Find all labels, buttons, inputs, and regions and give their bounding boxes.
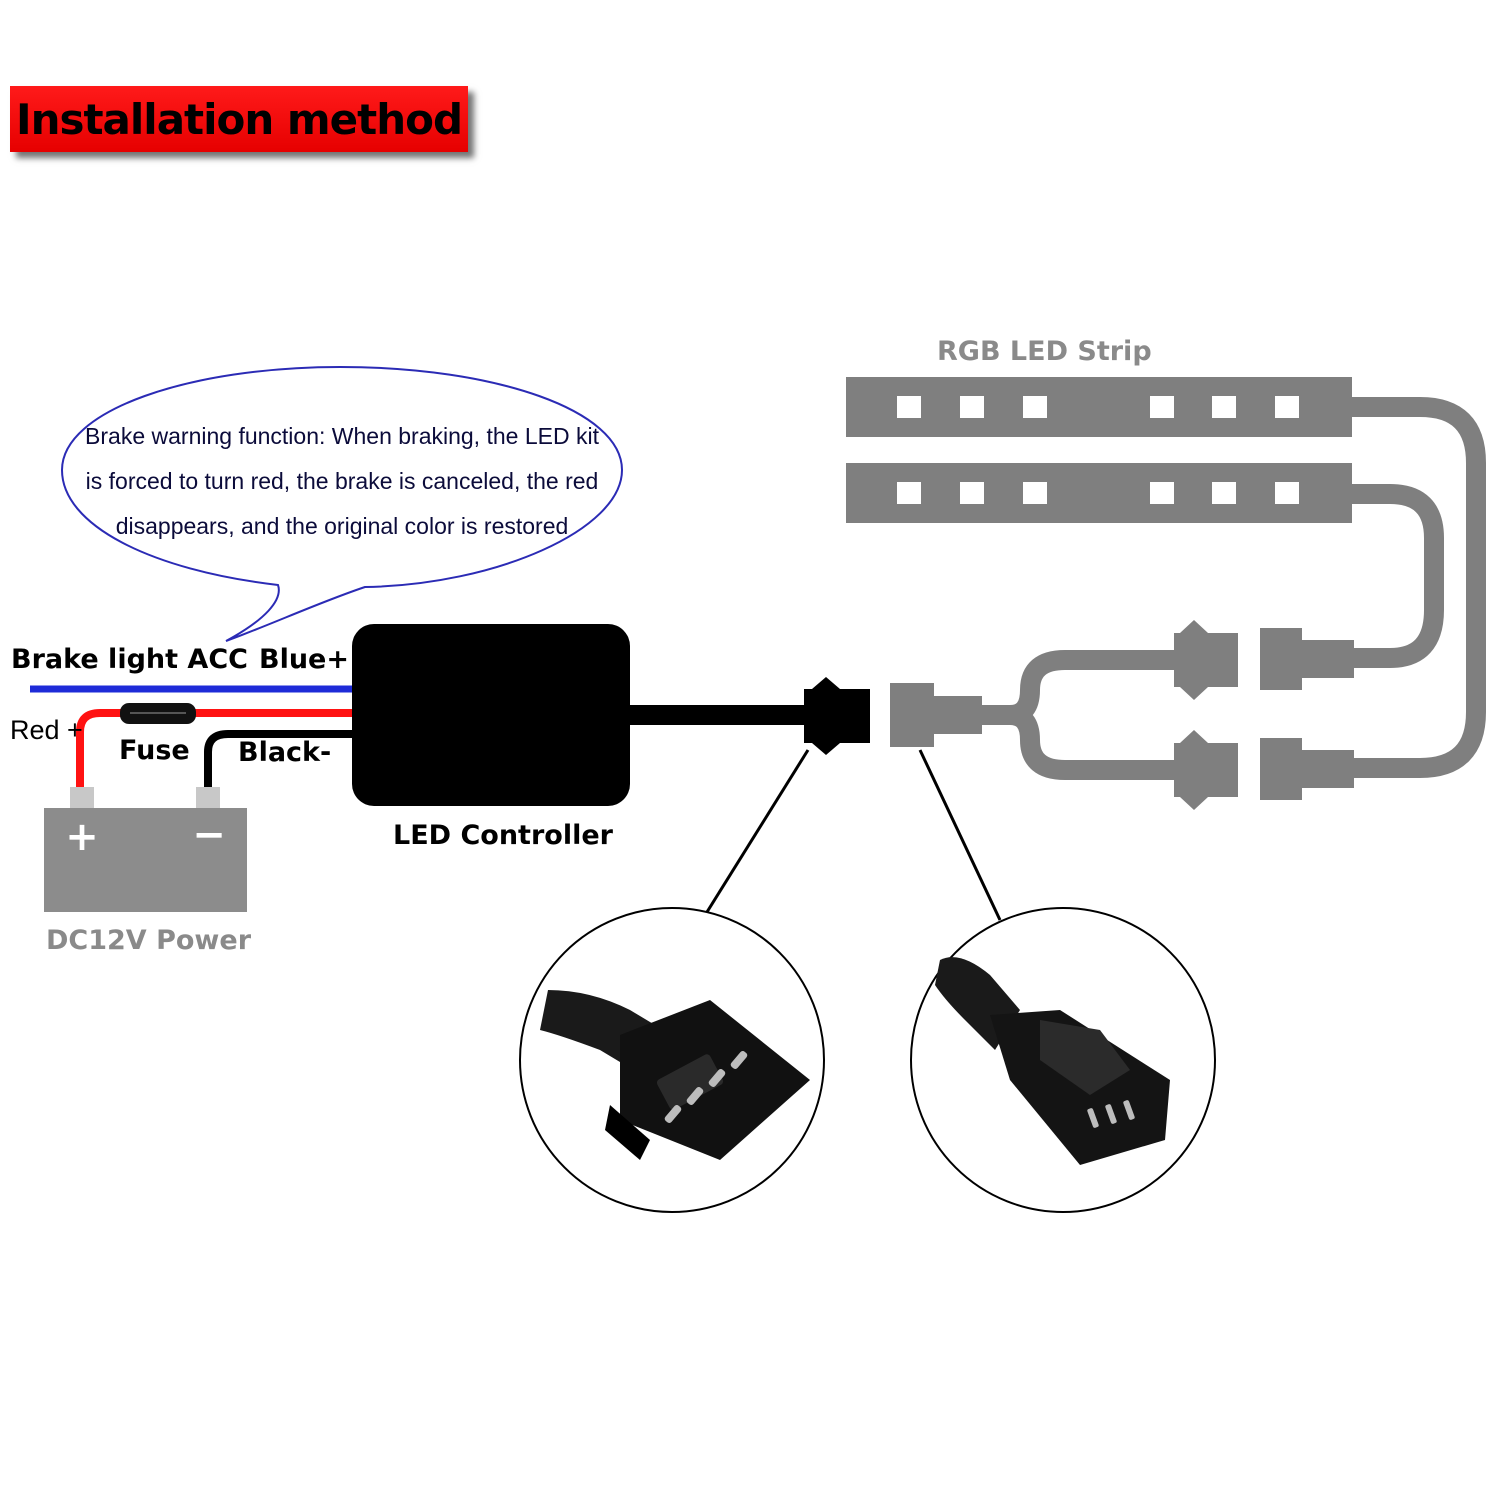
page-title: Installation method [15, 94, 463, 144]
dc12v-power-label: DC12V Power [46, 925, 252, 956]
battery-terminal-negative [196, 787, 220, 809]
connector-photo-male [910, 907, 1216, 1213]
black-minus-label: Black- [238, 737, 332, 768]
title-banner: Installation method [10, 86, 468, 152]
split-connector-upper-female [1260, 628, 1302, 690]
strip-cable-outer [1348, 397, 1486, 778]
battery-terminal-positive [70, 787, 94, 809]
led-strip-1 [846, 377, 1352, 437]
blue-plus-label: Blue+ [259, 644, 349, 675]
brake-warning-description: Brake warning function: When braking, th… [64, 414, 620, 549]
speech-bubble [60, 365, 624, 642]
controller-connector [804, 689, 870, 743]
red-wire [76, 709, 356, 792]
split-connector-lower-male [1174, 743, 1238, 797]
strip-cable-inner [1348, 484, 1444, 668]
led-controller-label: LED Controller [393, 820, 613, 851]
bubble-line-2: is forced to turn red, the brake is canc… [85, 468, 599, 494]
red-plus-label: Red + [10, 715, 83, 745]
fuse-label: Fuse [119, 735, 190, 766]
bubble-line-3: disappears, and the original color is re… [115, 513, 569, 539]
black-wire [204, 730, 356, 792]
strip-main-connector [890, 683, 934, 747]
bubble-line-1: Brake warning function: When braking, th… [85, 423, 599, 449]
rgb-led-strip-label: RGB LED Strip [937, 336, 1152, 367]
callout-line-right [918, 749, 1002, 921]
split-connector-lower-female [1260, 738, 1302, 800]
split-cable [980, 650, 1180, 780]
connector-photo-female [519, 907, 825, 1213]
split-connector-upper-male [1174, 633, 1238, 687]
led-controller-box [352, 624, 630, 806]
brake-light-acc-label: Brake light ACC [11, 644, 248, 675]
battery-icon [44, 808, 247, 912]
battery-minus-symbol: − [192, 812, 226, 858]
led-strip-2 [846, 463, 1352, 523]
battery-plus-symbol: + [65, 814, 99, 860]
led-chips [897, 396, 1299, 504]
callout-line-left [705, 749, 810, 913]
